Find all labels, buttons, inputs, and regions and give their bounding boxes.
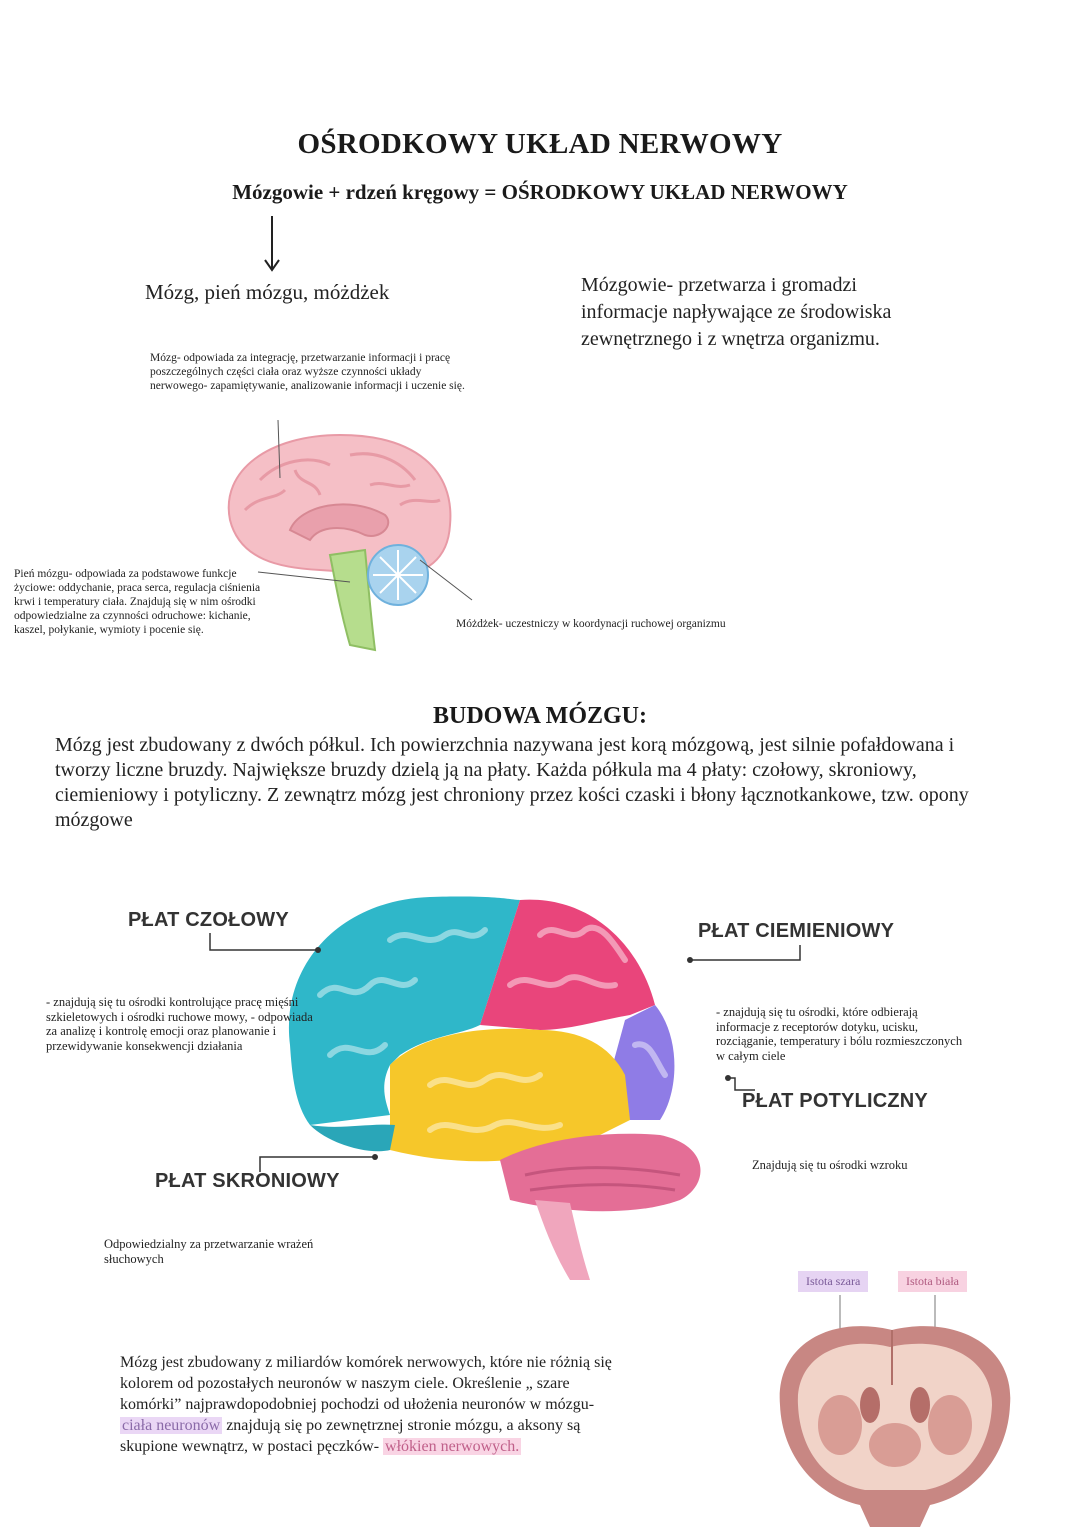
- mozdzek-description: Móżdżek- uczestniczy w koordynacji rucho…: [456, 618, 726, 630]
- sagittal-brain-illustration: [227, 419, 473, 652]
- lobe-desc-czolowy: - znajdują się tu ośrodki kontrolujące p…: [46, 995, 313, 1053]
- page-title: OŚRODKOWY UKŁAD NERWOWY: [297, 128, 783, 160]
- neurons-text-part2: znajdują się po zewnętrznej stronie mózg…: [120, 1417, 581, 1455]
- mozgowie-definition: Mózgowie- przetwarza i gromadzi informac…: [581, 274, 892, 350]
- neurons-text-part1: Mózg jest zbudowany z miliardów komórek …: [120, 1354, 612, 1413]
- budowa-heading: BUDOWA MÓZGU:: [432, 703, 647, 729]
- lobe-label-ciemieniowy: PŁAT CIEMIENIOWY: [698, 920, 895, 942]
- tag-istota-biala: Istota biała: [898, 1271, 967, 1292]
- lobe-label-potyliczny: PŁAT POTYLICZNY: [742, 1090, 928, 1112]
- tag-istota-szara: Istota szara: [798, 1271, 869, 1292]
- equation: Mózgowie + rdzeń kręgowy = OŚRODKOWY UKŁ…: [232, 180, 848, 204]
- arrow-down-icon: [264, 216, 280, 272]
- brain-parts-list: Mózg, pień mózgu, móżdżek: [145, 280, 390, 304]
- lobe-desc-potyliczny: Znajdują się tu ośrodki wzroku: [752, 1158, 908, 1172]
- lobe-label-czolowy: PŁAT CZOŁOWY: [128, 909, 289, 931]
- highlight-wlokna-nerwowe: włókien nerwowych.: [383, 1438, 522, 1455]
- mozg-description: Mózg- odpowiada za integrację, przetwarz…: [150, 352, 465, 392]
- lobe-desc-skroniowy: Odpowiedzialny za przetwarzanie wrażeń s…: [104, 1237, 314, 1266]
- budowa-paragraph: Mózg jest zbudowany z dwóch półkul. Ich …: [55, 734, 969, 831]
- coronal-brain-section: [779, 1295, 1011, 1527]
- lobe-label-skroniowy: PŁAT SKRONIOWY: [155, 1170, 340, 1192]
- lobe-desc-ciemieniowy: - znajdują się tu ośrodki, które odbiera…: [716, 1005, 963, 1063]
- pien-mozgu-description: Pień mózgu- odpowiada za podstawowe funk…: [14, 568, 261, 636]
- highlight-ciala-neuronow: ciała neuronów: [120, 1417, 223, 1434]
- neurons-paragraph: Mózg jest zbudowany z miliardów komórek …: [120, 1352, 620, 1457]
- lobes-brain-illustration: [288, 896, 701, 1280]
